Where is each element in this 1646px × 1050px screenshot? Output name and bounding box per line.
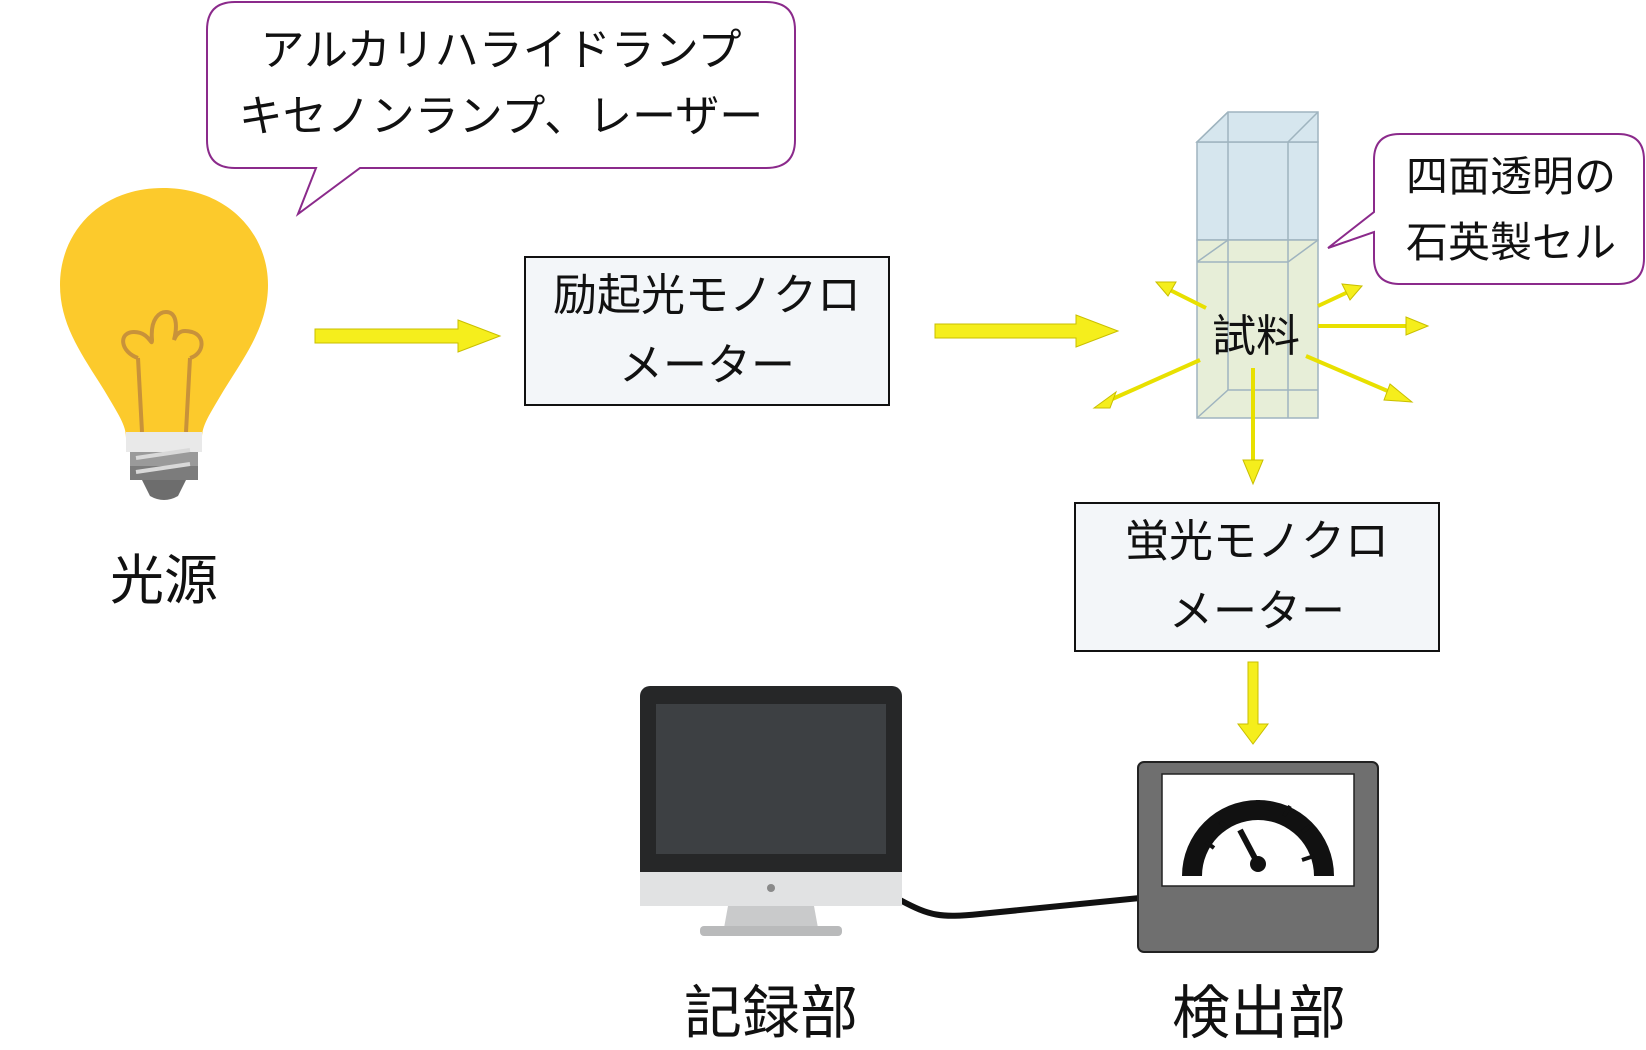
emission-mono-line2: メーター xyxy=(1169,586,1345,637)
light-source-type-1: アルカリハライドランプ xyxy=(260,25,742,76)
sample-label: 試料 xyxy=(1212,311,1300,362)
emission-monochromator-box: 蛍光モノクロ メーター xyxy=(1074,502,1440,652)
light-source-bubble xyxy=(206,0,796,217)
monitor-icon xyxy=(640,686,902,936)
recorder-label: 記録部 xyxy=(683,979,858,1047)
fluorescence-emission-arrows xyxy=(1092,281,1430,486)
detector-label: 検出部 xyxy=(1171,979,1346,1047)
excitation-monochromator-box: 励起光モノクロ メーター xyxy=(524,256,890,406)
excitation-mono-line2: メーター xyxy=(619,340,795,391)
quartz-cell-cuvette xyxy=(1195,111,1319,419)
cable xyxy=(898,895,1141,919)
arrow-source-to-excitation xyxy=(314,319,502,353)
light-source-label: 光源 xyxy=(110,549,218,612)
meter-icon xyxy=(1137,761,1379,953)
arrow-excitation-to-sample xyxy=(934,314,1120,348)
quartz-cell-bubble xyxy=(1327,133,1645,285)
light-source-bubble-text: アルカリハライドランプ キセノンランプ、レーザー xyxy=(207,18,795,150)
excitation-mono-line1: 励起光モノクロ xyxy=(553,270,861,321)
light-source-type-2: キセノンランプ、レーザー xyxy=(238,91,764,142)
light-bulb-icon xyxy=(60,188,268,500)
quartz-cell-bubble-text: 四面透明の 石英製セル xyxy=(1378,144,1644,276)
cell-line2: 石英製セル xyxy=(1405,218,1616,267)
cell-line1: 四面透明の xyxy=(1405,152,1616,201)
emission-mono-line1: 蛍光モノクロ xyxy=(1125,516,1389,567)
arrow-emission-to-detector xyxy=(1237,661,1269,745)
